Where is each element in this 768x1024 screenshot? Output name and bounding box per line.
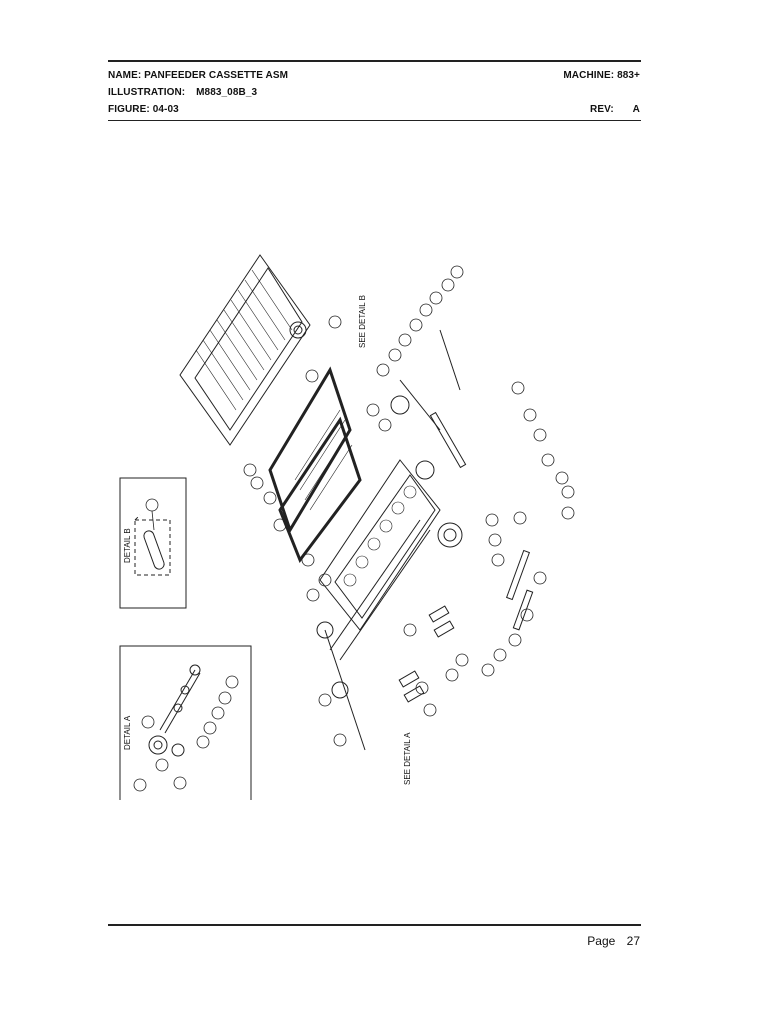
- page-label: Page: [587, 934, 616, 948]
- exploded-parts-drawing: SEE DETAIL B SEE DETAIL A DETAIL B DETAI…: [119, 254, 575, 800]
- figure-value: 04-03: [152, 104, 179, 115]
- rev-label: REV:: [590, 104, 614, 115]
- page-number: 27: [626, 934, 640, 948]
- see-detail-b-label: SEE DETAIL B: [358, 295, 367, 348]
- figure-label: FIGURE:: [108, 104, 150, 115]
- rev-row: REV: A: [590, 104, 640, 115]
- machine-row: MACHINE: 883+: [563, 70, 640, 81]
- rev-value: A: [632, 104, 640, 115]
- detail-a-title: DETAIL A: [123, 715, 132, 750]
- name-label: NAME:: [108, 70, 142, 81]
- illustration-row: ILLUSTRATION: M883_08B_3: [108, 87, 257, 98]
- chain-belt-assembly: [268, 366, 362, 564]
- conveyor-assembly: [179, 254, 311, 446]
- part-callouts: [243, 265, 575, 747]
- machine-label: MACHINE:: [563, 70, 615, 81]
- footer-rule: [108, 924, 641, 926]
- illustration-label: ILLUSTRATION:: [108, 87, 186, 98]
- page-footer: Page 27: [579, 934, 640, 948]
- machine-value: 883+: [617, 70, 640, 81]
- name-value: PANFEEDER CASSETTE ASM: [144, 70, 289, 81]
- header-bottom-rule: [108, 120, 641, 121]
- illustration-value: M883_08B_3: [196, 87, 258, 98]
- figure-row: FIGURE: 04-03: [108, 104, 179, 115]
- plate-parts: [398, 605, 455, 703]
- name-row: NAME: PANFEEDER CASSETTE ASM: [108, 70, 288, 81]
- see-detail-a-label: SEE DETAIL A: [403, 732, 412, 785]
- detail-b-inset: [119, 477, 187, 609]
- header-top-rule: [108, 60, 641, 62]
- frame-rail-assembly: [319, 459, 441, 661]
- side-bracket-hardware: [316, 329, 534, 751]
- detail-a-inset: [119, 645, 252, 800]
- detail-b-title: DETAIL B: [123, 528, 132, 563]
